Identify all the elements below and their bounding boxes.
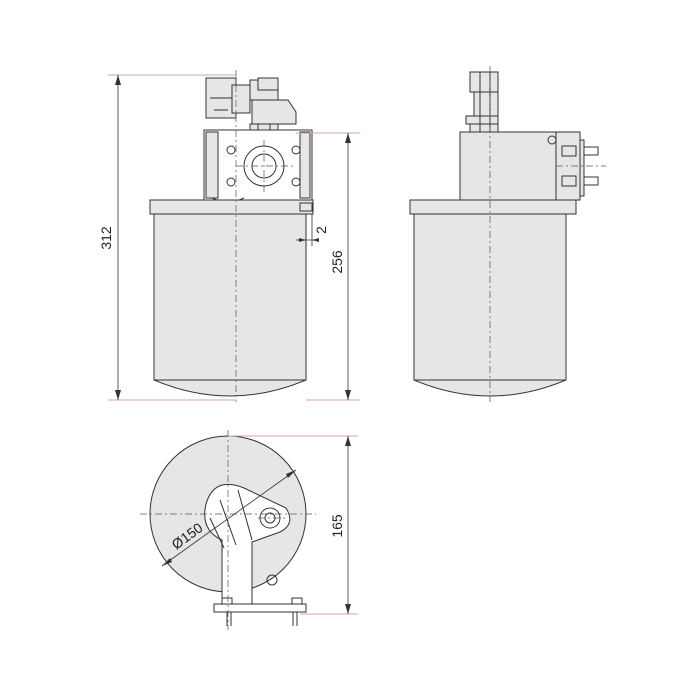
front-mount-block — [203, 129, 313, 203]
dimension-165: 165 — [329, 436, 351, 614]
front-canister — [153, 213, 307, 397]
front-view — [149, 70, 314, 402]
extension-lines — [108, 74, 360, 615]
side-view — [409, 66, 606, 402]
dimension-2-label: 2 — [313, 226, 329, 234]
front-flange — [149, 199, 314, 215]
dimension-312-label: 312 — [98, 226, 114, 250]
side-upper-block — [459, 131, 557, 201]
dimension-312: 312 — [98, 75, 121, 400]
dimension-2: 2 — [296, 214, 329, 246]
dimension-256-label: 256 — [329, 250, 345, 274]
side-connector — [465, 71, 499, 133]
dimension-256: 256 — [329, 133, 351, 400]
top-view — [140, 430, 316, 630]
side-flange — [409, 199, 577, 215]
dimension-165-label: 165 — [329, 514, 345, 538]
top-bracket — [204, 484, 307, 626]
front-connector — [205, 77, 297, 133]
